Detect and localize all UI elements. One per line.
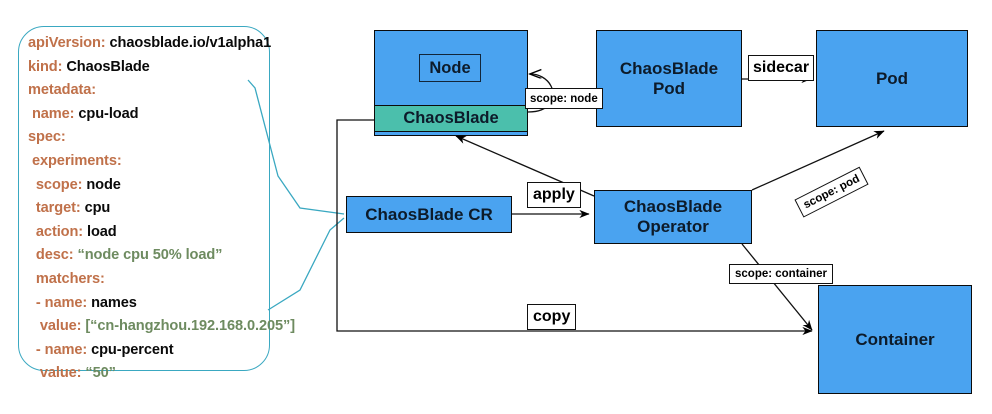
chaosblade-cr-box[interactable]: ChaosBlade CR <box>346 196 512 233</box>
yaml-value: node <box>82 176 121 193</box>
yaml-line: name: cpu-load <box>28 103 378 127</box>
yaml-callout-balloon <box>18 26 270 371</box>
yaml-line: spec: <box>28 126 378 150</box>
edge-label-scope-container: scope: container <box>729 264 834 284</box>
yaml-key: - name: <box>28 294 88 311</box>
yaml-key: apiVersion: <box>28 35 106 51</box>
edge-label-sidecar: sidecar <box>748 55 815 81</box>
yaml-value: chaosblade.io/v1alpha1 <box>105 35 272 51</box>
yaml-key: target: <box>28 200 81 217</box>
pod-box[interactable]: Pod <box>816 30 968 127</box>
yaml-key: value: <box>28 365 82 382</box>
yaml-key: kind: <box>28 58 63 75</box>
edge-label-scope-pod: scope: pod <box>794 166 869 218</box>
yaml-line: value: [“cn-hangzhou.192.168.0.205”] <box>28 315 378 339</box>
yaml-line: experiments: <box>28 150 378 174</box>
yaml-key: desc: <box>28 247 74 264</box>
chaosblade-operator-box[interactable]: ChaosBlade Operator <box>594 190 752 244</box>
edge-label-copy: copy <box>527 304 577 330</box>
yaml-line: desc: “node cpu 50% load” <box>28 244 378 268</box>
edge-label-scope-node: scope: node <box>525 88 603 109</box>
yaml-line: - name: names <box>28 292 378 316</box>
yaml-line: - name: cpu-percent <box>28 339 378 363</box>
yaml-line: kind: ChaosBlade <box>28 56 378 80</box>
yaml-line: matchers: <box>28 268 378 292</box>
yaml-value: [“cn-hangzhou.192.168.0.205”] <box>81 318 295 335</box>
yaml-line: value: “50” <box>28 362 378 386</box>
node-box[interactable]: Node ChaosBlade <box>374 30 528 136</box>
node-inner-label: Node <box>419 54 481 82</box>
yaml-key: name: <box>28 105 75 122</box>
yaml-line: apiVersion: chaosblade.io/v1alpha1 <box>28 32 378 56</box>
yaml-key: - name: <box>28 341 88 358</box>
chaosblade-pod-box[interactable]: ChaosBlade Pod <box>596 30 742 127</box>
yaml-key: value: <box>28 318 82 335</box>
operator-to-container-edge <box>741 243 813 331</box>
yaml-value: cpu-load <box>74 105 139 122</box>
yaml-line: action: load <box>28 221 378 245</box>
edge-label-apply: apply <box>527 182 581 208</box>
yaml-key: action: <box>28 223 84 240</box>
node-chaosblade-band[interactable]: ChaosBlade <box>375 105 527 132</box>
yaml-value: load <box>83 223 117 240</box>
yaml-value: “node cpu 50% load” <box>73 247 223 264</box>
yaml-line: metadata: <box>28 79 378 103</box>
yaml-value: cpu-percent <box>87 341 174 358</box>
yaml-key: scope: <box>28 176 83 193</box>
yaml-line: scope: node <box>28 174 378 198</box>
yaml-key: matchers: <box>28 270 105 287</box>
yaml-value: “50” <box>81 365 116 382</box>
yaml-key: spec: <box>28 129 66 146</box>
yaml-key: experiments: <box>28 152 122 169</box>
container-box[interactable]: Container <box>818 285 972 394</box>
yaml-key: metadata: <box>28 82 97 99</box>
yaml-value: ChaosBlade <box>62 58 150 75</box>
node-bottom-strip <box>375 132 527 135</box>
yaml-value: cpu <box>80 200 111 217</box>
yaml-value: names <box>87 294 137 311</box>
yaml-line: target: cpu <box>28 197 378 221</box>
